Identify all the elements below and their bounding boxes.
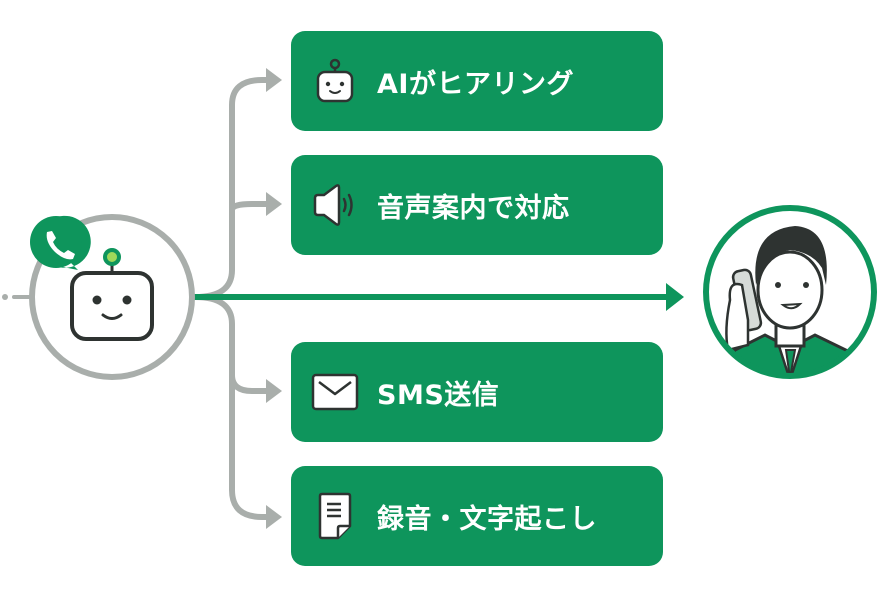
option-card-recording: 録音・文字起こし [291, 466, 663, 566]
arrowhead-1 [266, 68, 282, 92]
option-label: 録音・文字起こし [377, 503, 597, 535]
phone-badge-icon [30, 215, 91, 270]
person-on-phone-icon [717, 226, 873, 376]
source-node [29, 214, 195, 380]
target-node [703, 205, 877, 379]
branch-arrowheads [266, 68, 282, 529]
arrowhead-3 [266, 379, 282, 403]
arrowhead-2 [266, 192, 282, 216]
option-label: SMS送信 [377, 379, 500, 411]
mail-icon [311, 368, 359, 416]
arrowhead-4 [266, 505, 282, 529]
branch-4 [192, 294, 271, 520]
branch-lines [192, 77, 271, 520]
option-card-voice-guidance: 音声案内で対応 [291, 155, 663, 255]
incoming-dot [2, 294, 8, 300]
option-card-sms: SMS送信 [291, 342, 663, 442]
speaker-icon [311, 181, 359, 229]
document-icon [311, 492, 359, 540]
branch-2 [229, 201, 271, 213]
branch-1 [192, 77, 271, 300]
robot-icon [311, 57, 359, 105]
option-card-ai-hearing: AIがヒアリング [291, 31, 663, 131]
option-label: 音声案内で対応 [377, 192, 570, 224]
robot-icon [70, 248, 154, 341]
branch-3 [229, 372, 271, 394]
main-arrowhead [666, 283, 684, 311]
option-label: AIがヒアリング [377, 68, 574, 100]
